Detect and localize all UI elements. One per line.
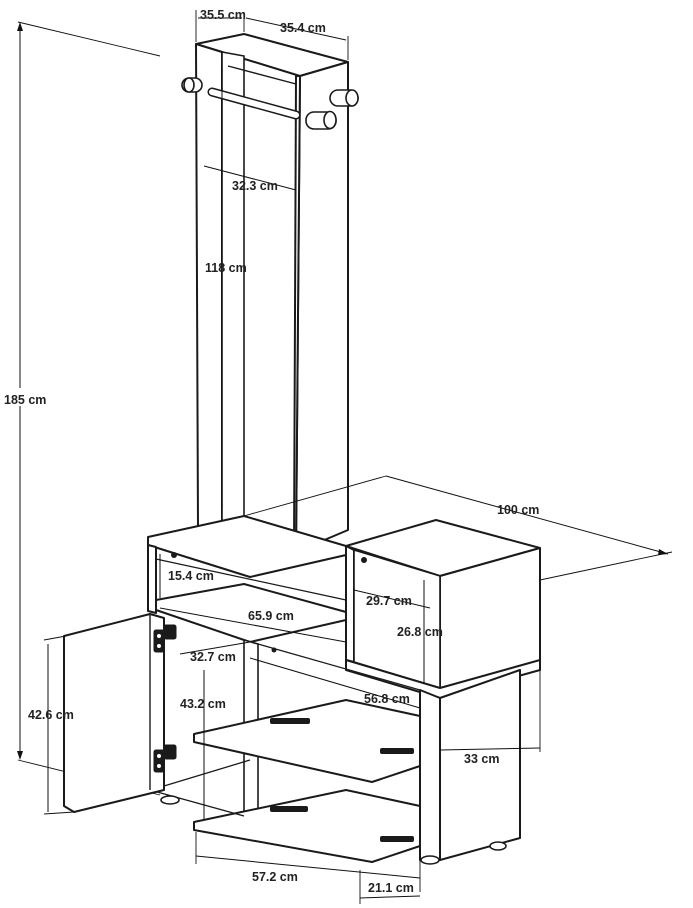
total-height-dimension [2, 21, 161, 796]
lower-dimension-lines [43, 554, 541, 904]
label-total-height: 185 cm [4, 393, 46, 407]
label-cabinet-inner-height: 32.7 cm [190, 650, 236, 664]
upper-dimensions [195, 10, 349, 510]
right-hook-top [329, 89, 359, 107]
coat-rack-frame [181, 33, 359, 553]
label-upper-width: 35.4 cm [280, 21, 326, 35]
lower-cabinet [147, 515, 541, 865]
label-total-width: 100 cm [497, 503, 539, 517]
label-upper-height: 118 cm [205, 261, 247, 275]
label-side-box-depth: 29.7 cm [366, 594, 412, 608]
left-hook [181, 77, 203, 93]
cabinet-door [63, 613, 165, 813]
hinges [153, 624, 177, 773]
dimension-labels: 185 cm 35.5 cm 35.4 cm 32.3 cm 118 cm 10… [4, 8, 539, 895]
label-base-depth: 21.1 cm [368, 881, 414, 895]
label-door-height: 42.6 cm [28, 708, 74, 722]
label-upper-depth: 35.5 cm [200, 8, 246, 22]
total-width-dimension [243, 475, 673, 581]
label-leg-height: 33 cm [464, 752, 499, 766]
hinge-bottom [153, 744, 177, 773]
right-hook-bottom [305, 110, 337, 130]
label-open-shelf-width: 65.9 cm [248, 609, 294, 623]
hinge-top [153, 624, 177, 653]
label-shelf-width: 56.8 cm [364, 692, 410, 706]
label-rail-width: 32.3 cm [232, 179, 278, 193]
label-base-width: 57.2 cm [252, 870, 298, 884]
label-compartment-height: 43.2 cm [180, 697, 226, 711]
shelf-brackets [171, 552, 414, 842]
label-top-shelf-height: 15.4 cm [168, 569, 214, 583]
label-side-box-height: 26.8 cm [397, 625, 443, 639]
